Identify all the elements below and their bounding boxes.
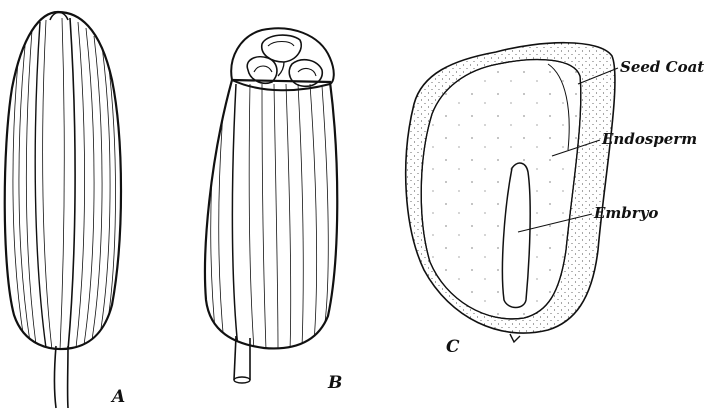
panel-b-fruit: B xyxy=(205,28,342,393)
panel-b-letter: B xyxy=(327,373,342,393)
panel-a-letter: A xyxy=(110,387,125,407)
seed-coat-label: Seed Coat xyxy=(620,58,704,76)
panel-c-letter: C xyxy=(446,337,460,357)
endosperm-label: Endosperm xyxy=(601,130,697,148)
embryo-label: Embryo xyxy=(593,204,658,222)
panel-c-seed: Seed Coat Endosperm Embryo C xyxy=(406,43,704,357)
fruit-b-hatching xyxy=(211,84,329,350)
fruit-a-hatching xyxy=(13,18,116,350)
panel-a-fruit: A xyxy=(5,12,125,408)
fruit-b-outline xyxy=(205,80,337,348)
fruit-b-locules xyxy=(247,35,322,86)
